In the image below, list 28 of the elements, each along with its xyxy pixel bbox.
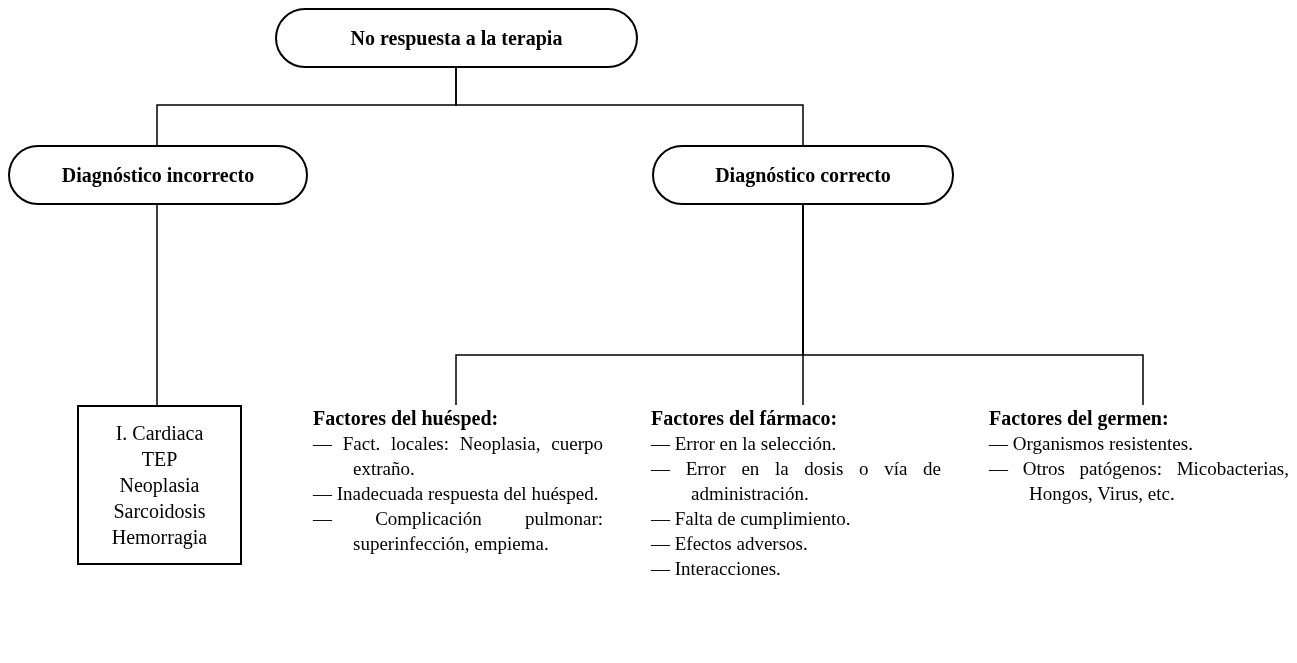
list-item: Neoplasia: [119, 473, 200, 498]
list-heading: Factores del germen:: [989, 406, 1170, 431]
list-item: — Efectos adversos.: [651, 532, 809, 556]
list-heading: Factores del fármaco:: [651, 406, 839, 431]
list-item: I. Cardiaca: [115, 421, 204, 446]
node-title: Diagnóstico incorrecto: [61, 163, 255, 189]
list-item: TEP: [141, 447, 178, 472]
list-item: Sarcoidosis: [113, 499, 206, 524]
node-title: No respuesta a la terapia: [350, 26, 563, 52]
branch-terminal: [8, 145, 308, 205]
connector-line: [455, 67, 804, 146]
list-item: — Organismos resistentes.: [989, 432, 1194, 456]
list-item: — Otros patógenos: Micobacterias, Hongos, Virus, etc.: [989, 457, 1289, 506]
list-item: — Inadecuada respuesta del huésped.: [313, 482, 600, 506]
list-heading: Factores del huésped:: [313, 406, 500, 431]
list-item: — Falta de cumplimiento.: [651, 507, 852, 531]
connector-line: [156, 204, 158, 406]
connector-line: [802, 204, 1144, 406]
list-item: — Fact. locales: Neoplasia, cuerpo extraño.: [313, 432, 603, 481]
list-box: [77, 405, 242, 565]
list-item: — Error en la selección.: [651, 432, 838, 456]
list-item: — Interacciones.: [651, 557, 782, 581]
node-title: Diagnóstico correcto: [715, 163, 891, 189]
list-item: — Error en la dosis o vía de administración.: [651, 457, 941, 506]
list-item: Hemorragia: [111, 525, 208, 550]
start-terminal: [275, 8, 638, 68]
branch-terminal: [652, 145, 954, 205]
list-item: — Complicación pulmonar: superinfección, empiema.: [313, 507, 603, 556]
